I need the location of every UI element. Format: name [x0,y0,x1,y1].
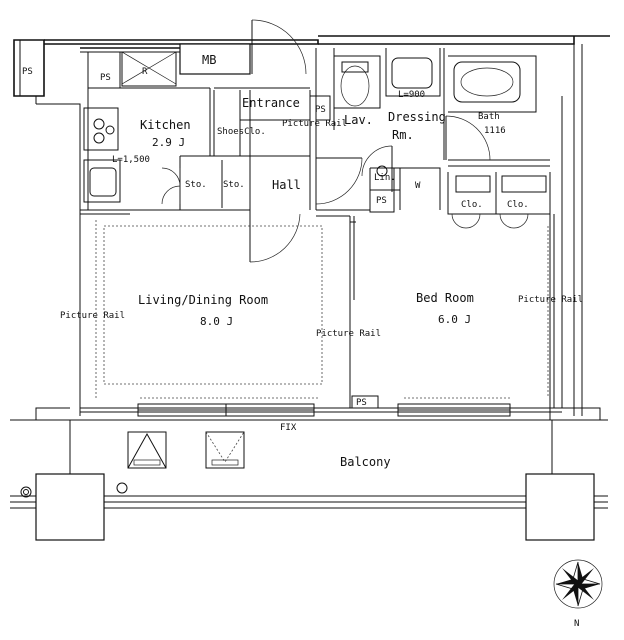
kitchen-fixtures [83,51,181,205]
ps-label-exterior: PS [22,67,33,77]
ps-label-entrance: PS [315,105,326,115]
bath-fixtures [340,57,521,177]
dressing-label: Dressing [388,110,446,124]
doors [249,19,529,263]
kitchen-label: Kitchen [140,118,191,132]
kitchen-length-note: L=1,500 [112,155,150,165]
lav-note-label: L=900 [398,90,425,100]
compass-north-label: N [574,619,579,629]
living-label: Living/Dining Room [138,293,268,307]
balcony-label: Balcony [340,455,391,469]
r-label: R [142,67,148,77]
bed-label: Bed Room [416,291,474,305]
picture-rail-entrance: Picture Rail [282,119,347,129]
windows [137,395,511,417]
living-area: 8.0 J [200,315,233,328]
entrance-label: Entrance [242,96,300,110]
picture-rail-living-left: Picture Rail [60,311,125,321]
bath-size: 1116 [484,126,506,136]
dressing-label-2: Rm. [392,128,414,142]
closet-label-2: Clo. [507,200,529,210]
bath-label: Bath [478,112,500,122]
picture-rail-bedroom: Picture Rail [518,295,583,305]
ps-label-kitchen: PS [100,73,111,83]
room-labels: Kitchen 2.9 J L=1,500 Entrance Hall Lav.… [112,96,506,469]
fixture-labels: MB PS PS R PS ShoesClo. Sto. Sto. Lin. W… [22,53,583,433]
storage-label-1: Sto. [185,180,207,190]
ps-label-balcony: PS [356,398,367,408]
ps-label-lav: PS [376,196,387,206]
compass-icon: N [553,559,603,629]
hall-label: Hall [272,178,301,192]
closet-label-1: Clo. [461,200,483,210]
fix-window-label: FIX [280,423,297,433]
washer-label: W [415,181,421,191]
interior-walls [80,43,555,408]
lav-label: Lav. [344,113,373,127]
storage-label-2: Sto. [223,180,245,190]
outer-walls [13,35,610,420]
balcony-structure [10,419,608,541]
linen-label: Lin. [374,173,396,183]
picture-rails [95,220,549,399]
mb-label: MB [202,53,216,67]
shoes-closet-label: ShoesClo. [217,127,266,137]
picture-rail-living-right: Picture Rail [316,329,381,339]
bed-area: 6.0 J [438,313,471,326]
kitchen-area: 2.9 J [152,136,185,149]
